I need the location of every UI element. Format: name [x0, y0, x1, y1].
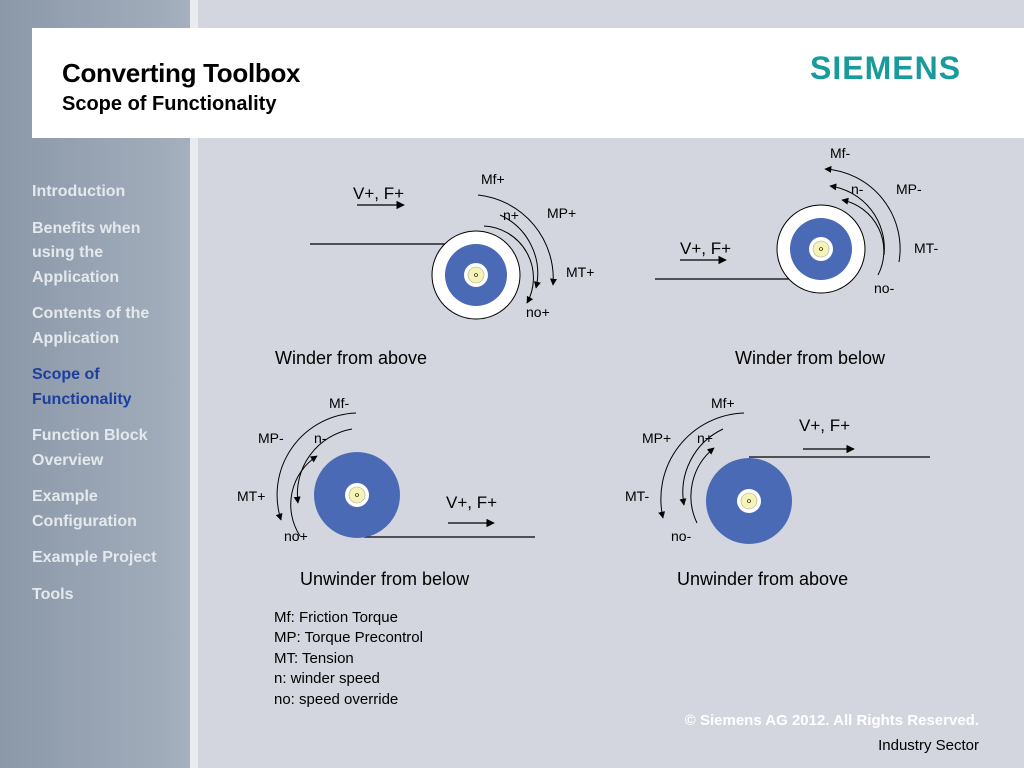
siemens-logo: SIEMENS [810, 50, 962, 86]
legend-line: MP: Torque Precontrol [274, 629, 423, 647]
nav-item-tools[interactable]: Tools [32, 583, 182, 608]
diagram-caption: Unwinder from below [300, 569, 470, 589]
nav-label: Application [32, 329, 120, 347]
arc-no [290, 455, 318, 537]
mf-label: Mf- [329, 395, 350, 411]
nav-item-scope[interactable]: Scope of Functionality [32, 363, 182, 412]
n-label: n+ [697, 430, 713, 446]
roll-center [747, 499, 751, 503]
unwinder-from-below: V+, F+ Mf- n- MP- MT+ no+ Unwinder from … [237, 395, 535, 589]
mf-label: Mf+ [711, 395, 735, 411]
arc-mf [824, 165, 901, 263]
velocity-label: V+, F+ [799, 416, 850, 435]
copyright-notice: © Siemens AG 2012. All Rights Reserved. [684, 712, 979, 729]
nav-label: Application [32, 268, 120, 286]
mt-label: MT+ [566, 264, 594, 280]
roll-center [474, 273, 478, 277]
nav-item-benefits[interactable]: Benefits when using the Application [32, 217, 182, 291]
nav-item-example-configuration[interactable]: Example Configuration [32, 485, 182, 534]
n-label: n- [314, 430, 327, 446]
nav-item-introduction[interactable]: Introduction [32, 180, 182, 205]
nav-label: Configuration [32, 512, 137, 530]
legend-line: MT: Tension [274, 649, 354, 667]
unwinder-from-above: V+, F+ Mf+ n+ MP+ MT- no- Unwinder from … [625, 395, 930, 589]
industry-sector-label: Industry Sector [878, 737, 979, 754]
roll-shaft [812, 240, 830, 258]
roll-center [819, 247, 823, 251]
nav-label: using the [32, 244, 104, 261]
legend-line: no: speed override [274, 690, 399, 708]
arc-n [293, 428, 353, 504]
nav-label: Function Block [32, 427, 148, 444]
arc-mf [477, 194, 557, 286]
mt-label: MT+ [237, 488, 265, 504]
arc-no [483, 225, 534, 304]
arc-no [841, 197, 885, 276]
nav-label: Contents of the [32, 305, 150, 322]
mt-label: MT- [914, 240, 938, 256]
roll-shaft [348, 486, 366, 504]
roll-shaft [467, 266, 485, 284]
sidebar-nav: Introduction Benefits when using the App… [32, 180, 182, 619]
sidebar-divider [190, 0, 198, 768]
velocity-label: V+, F+ [680, 239, 731, 258]
diagram-caption: Winder from above [275, 348, 427, 368]
legend-line: n: winder speed [274, 670, 380, 688]
mp-label: MP+ [642, 430, 671, 446]
nav-item-contents[interactable]: Contents of the Application [32, 302, 182, 351]
nav-label: Example Project [32, 549, 157, 566]
arc-n [499, 214, 541, 289]
mp-label: MP- [896, 181, 922, 197]
no-label: no+ [526, 304, 550, 320]
winder-from-above: V+, F+ Mf+ n+ MP+ MT+ no+ Winder from ab… [275, 171, 594, 368]
roll-diagrams: V+, F+ Mf+ n+ MP+ MT+ no+ Winder from ab… [237, 145, 938, 589]
abbreviation-legend: Mf: Friction Torque MP: Torque Precontro… [274, 608, 423, 710]
legend-line: Mf: Friction Torque [274, 609, 398, 626]
n-label: n- [851, 181, 864, 197]
n-label: n+ [503, 207, 519, 223]
arc-n [679, 428, 724, 506]
no-label: no+ [284, 528, 308, 544]
page-title: Converting Toolbox [62, 58, 301, 88]
roll-center [355, 493, 359, 497]
nav-label: Scope of [32, 366, 100, 383]
roll-shaft [740, 492, 758, 510]
nav-label: Overview [32, 451, 104, 469]
diagram-caption: Unwinder from above [677, 569, 848, 589]
no-label: no- [671, 528, 692, 544]
mp-label: MP- [258, 430, 284, 446]
nav-label: Benefits when [32, 219, 141, 237]
nav-label: Introduction [32, 183, 126, 200]
mf-label: Mf+ [481, 171, 505, 187]
arc-mf [658, 412, 745, 519]
mf-label: Mf- [830, 145, 851, 161]
winder-from-below: V+, F+ Mf- n- MP- MT- no- Winder from be… [655, 145, 938, 368]
arc-n [829, 183, 885, 256]
mp-label: MP+ [547, 205, 576, 221]
page-subtitle: Scope of Functionality [62, 93, 277, 115]
nav-label: Example [32, 488, 98, 505]
velocity-label: V+, F+ [446, 493, 497, 512]
header-banner [32, 28, 1024, 138]
mt-label: MT- [625, 488, 649, 504]
arc-mf [275, 412, 357, 521]
no-label: no- [874, 280, 895, 296]
nav-label: Tools [32, 585, 74, 603]
nav-item-function-block[interactable]: Function Block Overview [32, 424, 182, 473]
velocity-label: V+, F+ [353, 184, 404, 203]
nav-item-example-project[interactable]: Example Project [32, 546, 182, 571]
arc-no [690, 447, 715, 524]
nav-label: Functionality [32, 390, 132, 408]
diagram-caption: Winder from below [735, 348, 886, 368]
